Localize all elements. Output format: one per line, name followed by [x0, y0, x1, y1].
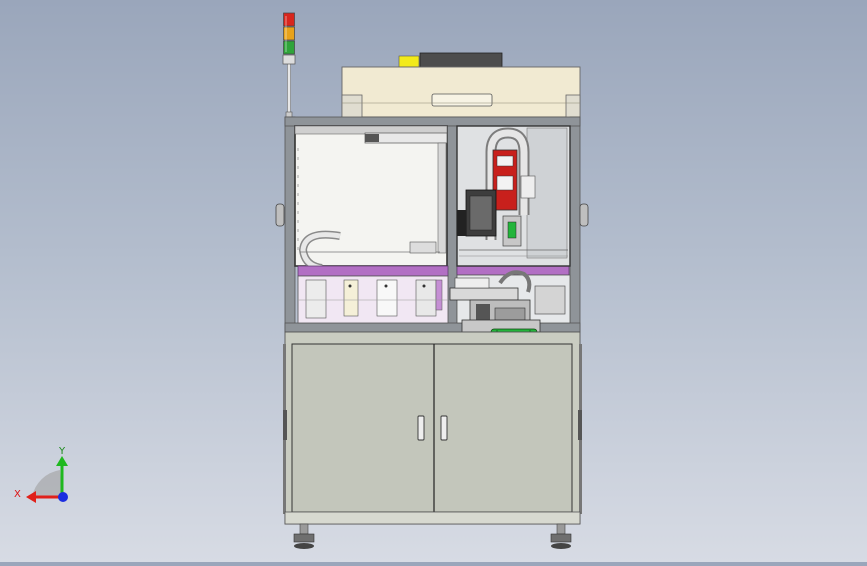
- tower-light-amber: [283, 26, 295, 41]
- signal-tower[interactable]: [282, 12, 296, 123]
- y-axis-label: Y: [58, 446, 66, 457]
- tower-light-red: [283, 12, 295, 27]
- base-cabinet[interactable]: [283, 331, 582, 525]
- lower-right-assembly[interactable]: [449, 270, 571, 363]
- right-mechanism[interactable]: [456, 125, 571, 267]
- top-hood[interactable]: [341, 52, 581, 126]
- x-axis-label: X: [14, 489, 21, 500]
- view-triad[interactable]: X Y: [14, 446, 68, 503]
- tower-light-green: [283, 40, 295, 55]
- lower-work-stage[interactable]: [297, 265, 570, 324]
- right-door-handle[interactable]: [440, 415, 448, 441]
- z-axis-dot: [58, 492, 68, 502]
- left-guard-window[interactable]: [294, 125, 448, 272]
- left-door-handle[interactable]: [417, 415, 425, 441]
- leveling-feet: [293, 523, 572, 549]
